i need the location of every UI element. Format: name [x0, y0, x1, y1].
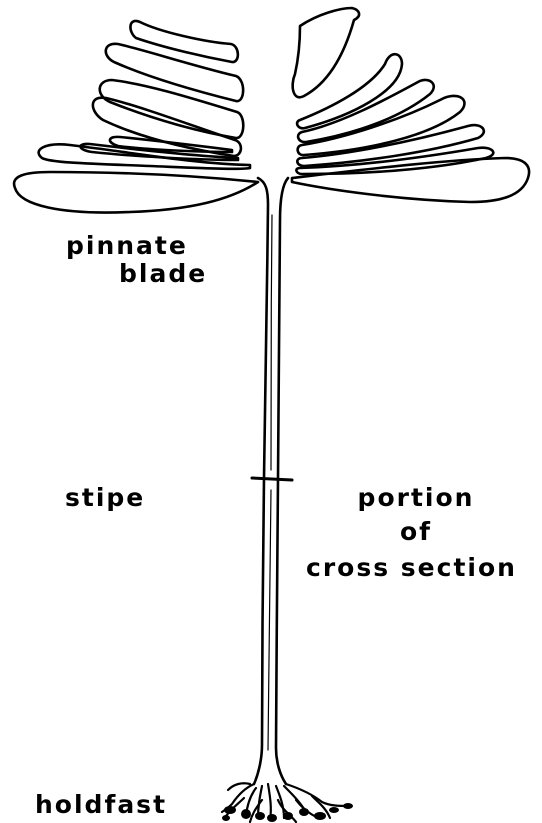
stipe-inner-line [268, 215, 272, 750]
label-holdfast: holdfast [35, 792, 167, 817]
left-lobe-1 [130, 21, 237, 62]
label-blade: blade [119, 261, 207, 286]
stipe [252, 178, 292, 784]
cross-section-mark [252, 478, 292, 480]
left-lobe-3 [100, 80, 244, 138]
label-of: of [346, 519, 486, 544]
right-blade [292, 8, 529, 202]
label-pinnate: pinnate [66, 233, 188, 258]
left-lobe-8 [14, 172, 258, 213]
left-blade [14, 21, 258, 213]
label-cross-section: cross section [306, 555, 517, 580]
stipe-left-edge [254, 178, 268, 784]
label-portion: portion [346, 485, 486, 510]
label-stipe: stipe [65, 485, 145, 510]
right-lobe-1 [293, 8, 359, 97]
